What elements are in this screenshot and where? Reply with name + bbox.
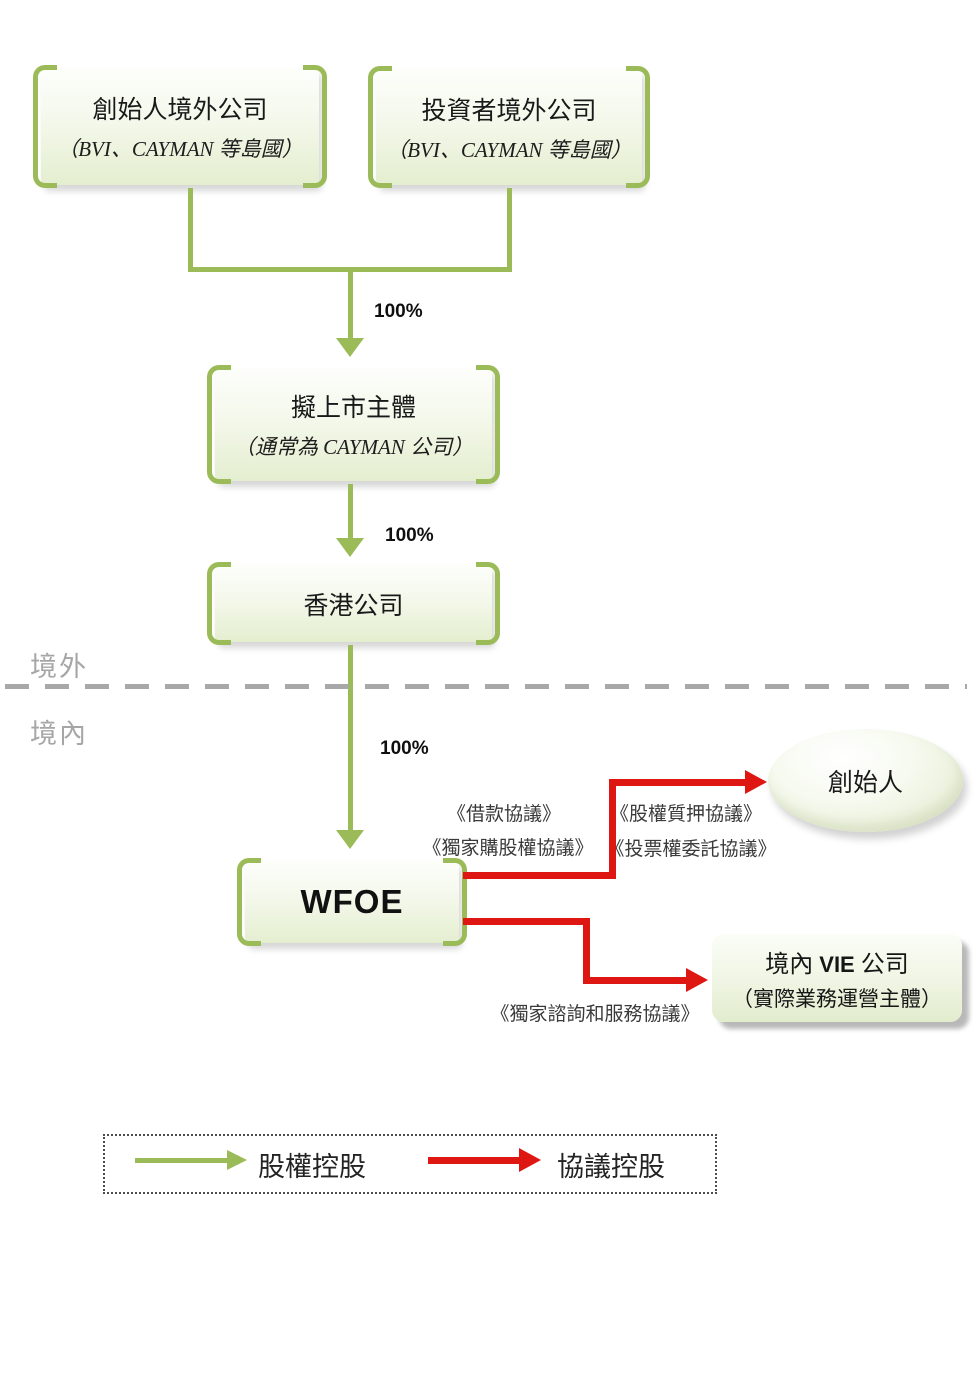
left-bracket-icon <box>33 65 57 188</box>
agreement-pledge-label: 《股權質押協議》 <box>609 804 763 825</box>
node-fill <box>215 368 492 481</box>
right-bracket-icon <box>303 65 327 188</box>
legend-equity-label: 股權控股 <box>258 1152 366 1182</box>
arrow-to-hk-shaft <box>348 484 353 538</box>
node-title: 境內 VIE 公司 <box>765 951 909 978</box>
onshore-region-label: 境內 <box>30 719 88 749</box>
right-bracket-icon <box>476 562 500 645</box>
node-listco: 擬上市主體 （通常為 CAYMAN 公司） <box>207 365 500 484</box>
contract-arrow-vie-seg2 <box>583 918 590 984</box>
contract-arrow-founder-seg3 <box>609 779 745 786</box>
node-investor-offshore: 投資者境外公司 （BVI、CAYMAN 等島國） <box>368 66 650 188</box>
legend-box <box>103 1134 717 1194</box>
legend-contract-label: 協議控股 <box>557 1152 665 1182</box>
green-arrowhead-icon <box>227 1150 247 1170</box>
green-arrowhead-icon <box>336 830 364 849</box>
offshore-region-label: 境外 <box>30 652 88 682</box>
node-wfoe: WFOE <box>237 858 467 946</box>
connector-investor-stub <box>507 188 512 270</box>
node-subtitle: （BVI、CAYMAN 等島國） <box>57 137 303 161</box>
agreement-option-label: 《獨家購股權協議》 <box>422 838 594 859</box>
node-founder-offshore: 創始人境外公司 （BVI、CAYMAN 等島國） <box>33 65 327 188</box>
right-bracket-icon <box>476 365 500 484</box>
contract-arrow-vie-seg1 <box>463 918 590 925</box>
node-fill <box>245 861 459 943</box>
node-vie-company: 境內 VIE 公司 （實際業務運營主體） <box>712 934 962 1022</box>
contract-arrow-vie-seg3 <box>583 977 686 984</box>
red-arrowhead-icon <box>745 770 767 794</box>
node-subtitle: （BVI、CAYMAN 等島國） <box>386 137 632 162</box>
right-bracket-icon <box>626 66 650 188</box>
node-title: WFOE <box>300 883 404 920</box>
node-fill <box>376 69 642 185</box>
node-hk-company: 香港公司 <box>207 562 500 645</box>
arrow-to-listco-shaft <box>348 267 353 338</box>
node-title: 投資者境外公司 <box>421 97 597 125</box>
contract-arrow-founder-seg2 <box>609 779 616 879</box>
legend-contract-arrow <box>428 1157 519 1164</box>
node-subtitle: （實際業務運營主體） <box>732 986 942 1011</box>
node-title: 創始人境外公司 <box>92 97 268 124</box>
left-bracket-icon <box>207 365 231 484</box>
legend-equity-arrow <box>135 1158 227 1163</box>
arrow-to-wfoe-shaft <box>348 645 353 830</box>
contract-arrow-founder-seg1 <box>463 872 616 879</box>
node-founder: 創始人 <box>768 729 963 832</box>
agreement-service-label: 《獨家諮詢和服務協議》 <box>490 1004 700 1025</box>
ownership-pct-label: 100% <box>380 738 429 759</box>
border-divider-line <box>5 684 967 689</box>
agreement-voting-label: 《投票權委託協議》 <box>605 839 777 860</box>
green-arrowhead-icon <box>336 538 364 557</box>
red-arrowhead-icon <box>519 1148 541 1172</box>
node-fill <box>41 68 319 185</box>
connector-founder-stub <box>188 188 193 270</box>
green-arrowhead-icon <box>336 338 364 357</box>
left-bracket-icon <box>207 562 231 645</box>
ownership-pct-label: 100% <box>374 301 423 322</box>
red-arrowhead-icon <box>686 968 708 992</box>
left-bracket-icon <box>368 66 392 188</box>
node-subtitle: （通常為 CAYMAN 公司） <box>233 435 474 459</box>
left-bracket-icon <box>237 858 261 946</box>
agreement-loan-label: 《借款協議》 <box>446 804 562 825</box>
right-bracket-icon <box>443 858 467 946</box>
node-fill <box>215 565 492 642</box>
node-title: 創始人 <box>827 769 903 797</box>
ownership-pct-label: 100% <box>385 525 434 546</box>
node-title: 擬上市主體 <box>290 395 416 422</box>
node-title: 香港公司 <box>303 592 404 620</box>
